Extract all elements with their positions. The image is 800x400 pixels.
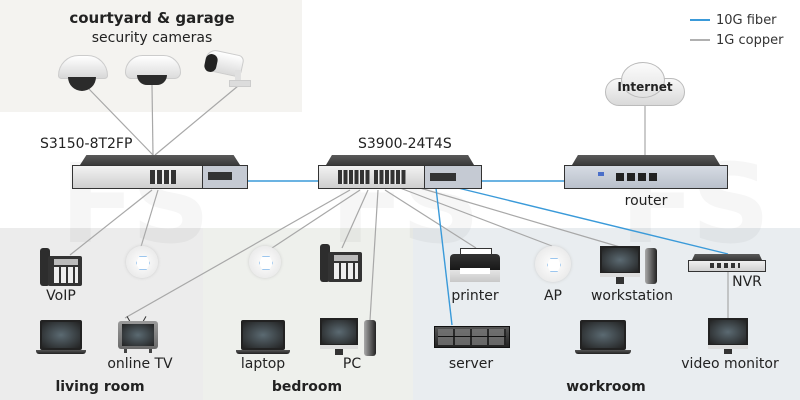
bullet-camera-icon xyxy=(203,48,253,88)
online-tv-label: online TV xyxy=(107,356,173,372)
video-monitor-label: video monitor xyxy=(681,356,779,372)
zone-cameras-title: courtyard & garage xyxy=(69,9,235,27)
legend-swatch-fiber xyxy=(690,19,710,21)
voip-living-label: VoIP xyxy=(46,288,76,304)
pc-icon[interactable] xyxy=(320,318,376,356)
link-pc xyxy=(369,189,379,321)
link-fiber-nvr xyxy=(457,187,729,255)
voip-bedroom-icon[interactable] xyxy=(320,244,362,282)
switch-core-label: S3900-24T4S xyxy=(358,136,452,152)
ap-bedroom-icon[interactable] xyxy=(249,246,281,278)
zone-cameras-subtitle: security cameras xyxy=(91,30,213,46)
link-camera-bullet xyxy=(154,85,239,156)
zone-workroom-title: workroom xyxy=(566,379,646,395)
switch-core[interactable] xyxy=(318,155,482,191)
legend-item-fiber: 10G fiber xyxy=(690,10,783,30)
ap-workroom-icon[interactable] xyxy=(535,246,571,282)
ap-label: AP xyxy=(543,288,563,304)
server-label: server xyxy=(448,356,494,372)
link-fiber-server xyxy=(435,187,453,326)
nvr[interactable] xyxy=(688,254,766,274)
link-ap-living xyxy=(139,189,159,251)
link-voip-bedroom xyxy=(341,189,369,249)
router-label: router xyxy=(624,193,668,209)
fisheye-camera-icon xyxy=(125,55,181,87)
zone-living-room xyxy=(0,228,203,400)
link-camera-fisheye xyxy=(151,84,154,156)
laptop-bedroom-label: laptop xyxy=(240,356,286,372)
link-printer xyxy=(384,189,477,249)
link-voip-living xyxy=(69,189,153,256)
workstation-label: workstation xyxy=(590,288,674,304)
router[interactable] xyxy=(564,155,728,191)
switch-left-label: S3150-8T2FP xyxy=(40,136,133,152)
laptop-bedroom-icon[interactable] xyxy=(236,320,290,356)
pc-label: PC xyxy=(342,356,362,372)
workstation-icon[interactable] xyxy=(600,246,658,286)
link-online-tv xyxy=(124,189,351,319)
printer-label: printer xyxy=(451,288,499,304)
internet-label: Internet xyxy=(617,80,673,94)
online-tv-icon[interactable] xyxy=(118,316,158,354)
switch-left[interactable] xyxy=(72,155,248,191)
dome-camera-icon xyxy=(58,55,108,93)
link-ap-work xyxy=(399,187,553,247)
printer-icon[interactable] xyxy=(450,248,500,282)
video-monitor-icon[interactable] xyxy=(708,318,748,354)
legend-swatch-copper xyxy=(690,39,710,41)
legend-label-copper: 1G copper xyxy=(716,32,784,48)
legend-label-fiber: 10G fiber xyxy=(716,12,777,28)
link-workstation xyxy=(419,187,621,248)
internet-cloud[interactable]: Internet xyxy=(605,62,685,108)
zone-bedroom-title: bedroom xyxy=(271,379,343,395)
link-camera-dome xyxy=(87,87,154,156)
voip-phone-icon[interactable] xyxy=(40,248,82,286)
zone-living-room-title: living room xyxy=(55,379,145,395)
legend: 10G fiber 1G copper xyxy=(690,10,783,50)
legend-item-copper: 1G copper xyxy=(690,30,783,50)
laptop-living-icon[interactable] xyxy=(36,320,86,356)
link-ap-bedroom xyxy=(271,189,361,249)
zone-bedroom xyxy=(203,228,413,400)
nvr-label: NVR xyxy=(732,274,762,290)
ap-living-icon[interactable] xyxy=(126,246,158,278)
server-icon[interactable] xyxy=(434,326,510,348)
laptop-workroom-icon[interactable] xyxy=(575,320,631,356)
